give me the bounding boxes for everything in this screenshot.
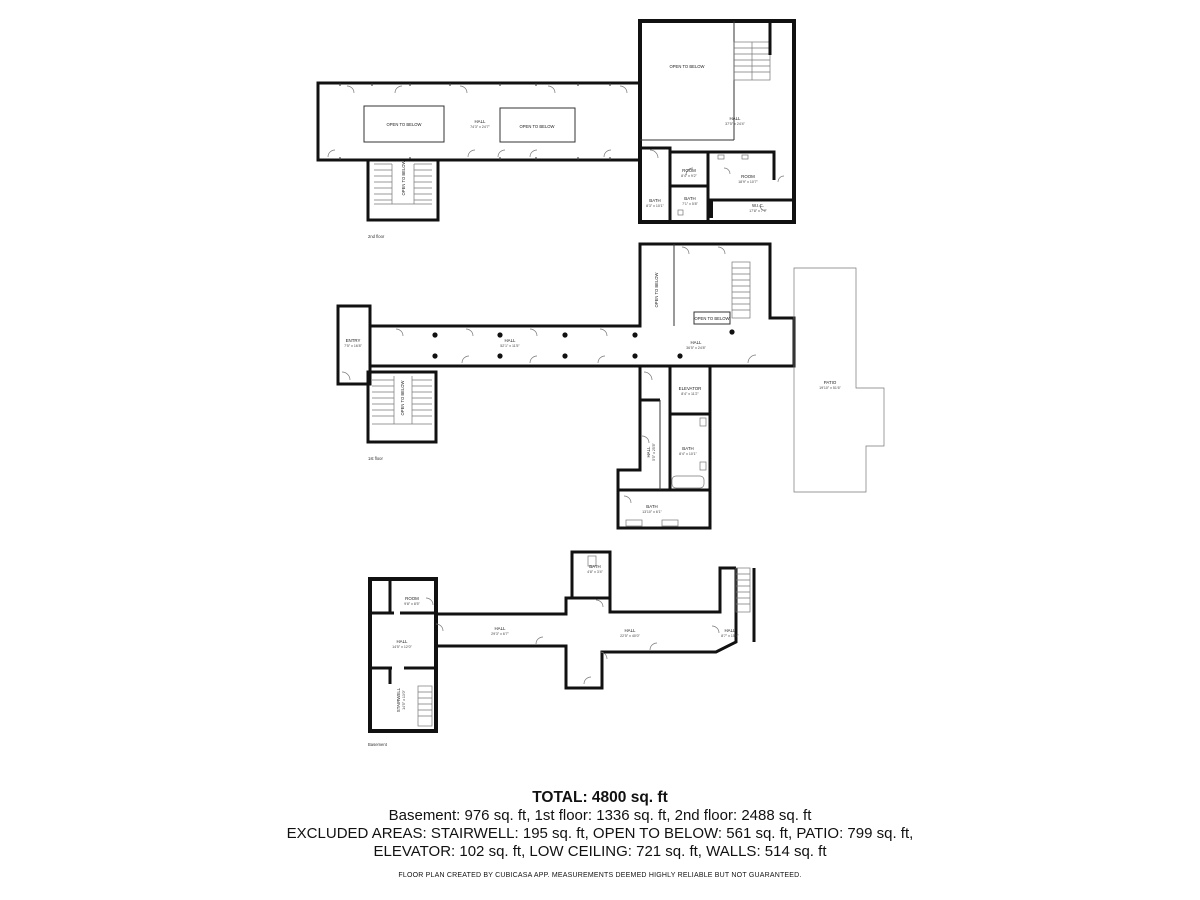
- basement-east-stair: [735, 567, 751, 613]
- second-floor-open-to-below-2-outline: [499, 107, 576, 143]
- second-floor-windows: [339, 83, 611, 160]
- first-floor-bath2-dims: 13'10" x 6'1": [642, 510, 662, 514]
- basement-room-dims: 9'8" x 8'5": [404, 602, 420, 606]
- first-floor-bath2-label: BATH: [646, 504, 657, 509]
- second-floor-doors: [327, 85, 628, 158]
- second-floor-hall-b-label: HALL: [730, 116, 742, 121]
- first-floor-south-walls: [616, 366, 712, 530]
- second-floor-room-b-label: ROOM: [741, 174, 755, 179]
- floor-plan-drawing: OPEN TO BELOW OPEN TO BELOW HALL 74'3" x…: [316, 19, 885, 747]
- disclaimer: FLOOR PLAN CREATED BY CUBICASA APP. MEAS…: [398, 872, 802, 879]
- second-floor-open-to-below-3: OPEN TO BELOW: [401, 160, 406, 195]
- first-floor-open-to-below-3-outline: [693, 311, 731, 325]
- first-floor-name: 1st floor: [368, 456, 384, 461]
- second-floor-east-block-walls: [638, 19, 796, 224]
- first-floor-columns: [432, 329, 735, 359]
- second-floor-open-to-below-2: OPEN TO BELOW: [520, 124, 555, 129]
- basement-hall-d-label: HALL: [725, 628, 737, 633]
- basement-hall-c-label: HALL: [625, 628, 637, 633]
- second-floor-hall-a-label: HALL: [475, 119, 487, 124]
- basement-east-stair-wall: [734, 568, 756, 642]
- second-floor-bath2-dims: 7'1" x 5'8": [682, 202, 698, 206]
- floor-areas: Basement: 976 sq. ft, 1st floor: 1336 sq…: [388, 807, 812, 824]
- basement-name: Basement: [368, 742, 388, 747]
- first-floor-fixtures: [623, 371, 707, 527]
- first-floor-hall-b-dims: 36'5" x 24'8": [686, 346, 706, 350]
- basement-bath-dims: 4'8" x 3'4": [587, 570, 603, 574]
- basement-stair: [417, 685, 433, 727]
- basement-hall-c-dims: 22'5" x 40'0": [620, 634, 640, 638]
- second-floor-stair-block-walls: [366, 158, 440, 222]
- basement-hall-a-label: HALL: [397, 639, 409, 644]
- basement-hall-d-dims: 8'7" x 15'0": [721, 634, 739, 638]
- second-floor-bath-label: BATH: [649, 198, 660, 203]
- basement-bath-label: BATH: [589, 564, 600, 569]
- excluded-areas-line-2: ELEVATOR: 102 sq. ft, LOW CEILING: 721 s…: [373, 843, 827, 860]
- first-floor-stair-block-walls: [366, 370, 438, 444]
- first-floor-bath-dims: 8'4" x 10'1": [679, 452, 697, 456]
- first-floor-entry-label: ENTRY: [346, 338, 361, 343]
- first-floor-hall-a-label: HALL: [505, 338, 517, 343]
- first-floor-east-stair: [731, 261, 751, 319]
- excluded-areas-line-1: EXCLUDED AREAS: STAIRWELL: 195 sq. ft, O…: [286, 825, 914, 842]
- basement-room-label: ROOM: [405, 596, 419, 601]
- second-floor-room-a-label: ROOM: [682, 168, 696, 173]
- total-area: TOTAL: 4800 sq. ft: [532, 789, 668, 806]
- second-floor-plan: OPEN TO BELOW OPEN TO BELOW HALL 74'3" x…: [316, 19, 796, 239]
- second-floor-bath-dims: 8'3" x 10'1": [646, 204, 664, 208]
- basement-stairwell-label: STAIRWELL: [396, 687, 401, 712]
- first-floor-open-to-below-2: OPEN TO BELOW: [654, 272, 659, 307]
- second-floor-wic-label: W.I.C.: [752, 203, 764, 208]
- first-floor-patio-outline: [793, 267, 885, 493]
- first-floor-bath-label: BATH: [682, 446, 693, 451]
- basement-plan: ROOM 9'8" x 8'5" HALL 14'5" x 12'0" STAI…: [368, 550, 756, 747]
- first-floor-entry-dims: 7'5" x 16'8": [344, 344, 362, 348]
- first-floor-elevator-dims: 8'4" x 11'2": [681, 392, 699, 396]
- first-floor-hall-c-dims: 5'5" x 25'8": [652, 442, 656, 460]
- second-floor-stair-treads: [374, 163, 432, 205]
- basement-west-dividers: [370, 579, 436, 684]
- first-floor-stair-treads: [372, 376, 432, 425]
- basement-central-walls: [436, 550, 738, 690]
- first-floor-patio-label: PATIO: [824, 380, 837, 385]
- second-floor-hall-a-dims: 74'3" x 24'7": [470, 125, 490, 129]
- second-floor-open-to-below-4: OPEN TO BELOW: [670, 64, 705, 69]
- basement-hall-b-dims: 29'3" x 6'7": [491, 632, 509, 636]
- first-floor-open-to-below-3: OPEN TO BELOW: [695, 316, 730, 321]
- second-floor-open-to-below-1: OPEN TO BELOW: [387, 122, 422, 127]
- second-floor-room-b-dims: 18'9" x 10'7": [738, 180, 758, 184]
- first-floor-open-to-below-1: OPEN TO BELOW: [400, 380, 405, 415]
- first-floor-plan: ENTRY 7'5" x 16'8" HALL 52'1" x 11'5" OP…: [336, 242, 885, 530]
- second-floor-bath2-label: BATH: [684, 196, 695, 201]
- second-floor-room-doors: [649, 149, 785, 216]
- first-floor-hall-b-label: HALL: [691, 340, 703, 345]
- second-floor-wic-dims: 17'8" x 7'7": [749, 209, 767, 213]
- basement-doors: [425, 555, 720, 685]
- first-floor-elevator-label: ELEVATOR: [679, 386, 702, 391]
- second-floor-name: 2nd floor: [368, 234, 385, 239]
- second-floor-closet-fill: [708, 200, 713, 218]
- basement-west-walls: [368, 577, 438, 733]
- second-floor-east-stair: [733, 41, 771, 81]
- second-floor-open-to-below-1-outline: [363, 105, 445, 143]
- first-floor-entry-walls: [336, 304, 372, 386]
- basement-hall-a-dims: 14'5" x 12'0": [392, 645, 412, 649]
- basement-hall-b-label: HALL: [495, 626, 507, 631]
- first-floor-hall-a-dims: 52'1" x 11'5": [500, 344, 520, 348]
- first-floor-entry-door: [341, 371, 351, 381]
- first-floor-hall-c-label: HALL: [646, 446, 651, 458]
- first-floor-patio-dims: 19'10" x 51'6": [819, 386, 841, 390]
- second-floor-hall-b-dims: 37'5" x 24'4": [725, 122, 745, 126]
- second-floor-room-a-dims: 8'4" x 9'2": [681, 174, 697, 178]
- first-floor-doors: [395, 246, 757, 364]
- basement-stairwell-dims: 14'5" x 13'0": [402, 689, 406, 709]
- second-floor-rooms-walls: [640, 146, 794, 222]
